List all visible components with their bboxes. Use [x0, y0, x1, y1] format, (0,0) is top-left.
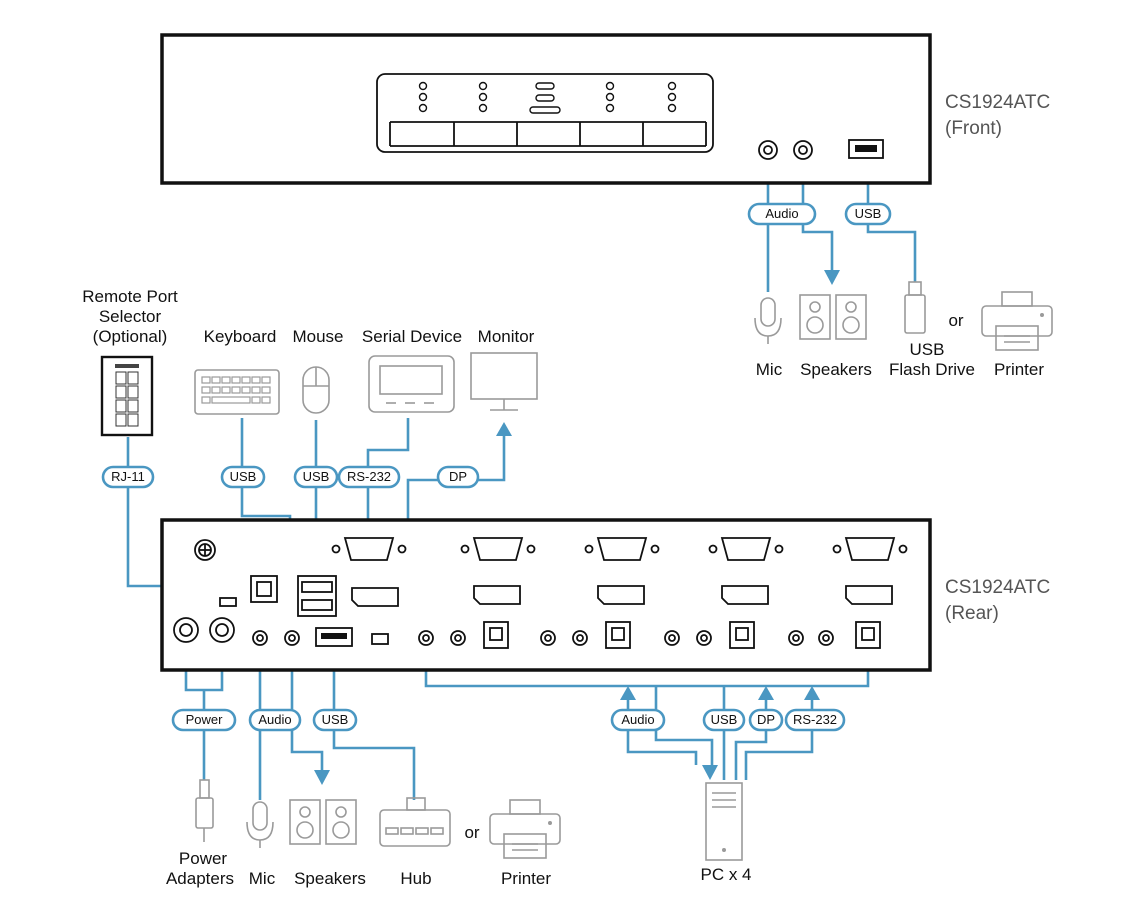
dp-top-pill: DP — [449, 469, 467, 484]
rear-speaker-jack — [284, 630, 300, 646]
console-usb-ports — [297, 575, 337, 617]
pc-dp-pill: DP — [757, 712, 775, 727]
keyboard-usb-pill: USB — [230, 469, 257, 484]
mouse-label: Mouse — [292, 327, 343, 346]
remote-port-label-1: Remote Port — [82, 287, 178, 306]
front-speakers-icon — [799, 294, 867, 340]
front-unit-name: CS1924ATC — [945, 92, 1050, 113]
power-adapter-icon — [195, 779, 214, 842]
power-jacks — [173, 617, 235, 643]
remote-port-selector-icon — [100, 355, 154, 437]
rj11-pill: RJ-11 — [111, 469, 145, 484]
rear-audio-pill: Audio — [258, 712, 291, 727]
dip-switch — [371, 633, 389, 645]
pc-rs232-pill: RS-232 — [793, 712, 837, 727]
front-speakers-cable — [801, 160, 834, 270]
pc-audio-pill: Audio — [621, 712, 654, 727]
power-pill: Power — [186, 712, 224, 727]
rear-speakers-label: Speakers — [294, 869, 366, 888]
rear-mic-label: Mic — [249, 869, 276, 888]
console-serial-port — [331, 537, 407, 561]
front-printer-label: Printer — [994, 360, 1044, 379]
pc-serial-ports — [460, 537, 908, 561]
labels: CS1924ATC (Front) CS1924ATC (Rear) Remot… — [82, 92, 1050, 888]
usb-flash-drive-icon — [904, 281, 926, 334]
usb-flash-label-2: Flash Drive — [889, 360, 975, 379]
rear-usb-port — [315, 627, 353, 647]
front-mic-label: Mic — [756, 360, 783, 379]
rear-unit-name: CS1924ATC — [945, 577, 1050, 598]
front-speakers-label: Speakers — [800, 360, 872, 379]
rear-speakers-icon — [289, 799, 357, 845]
pc-dp-arrow — [758, 686, 774, 700]
power-adapters-label-2: Adapters — [166, 869, 234, 888]
mini-usb-port — [219, 597, 237, 607]
rear-mic-icon — [246, 801, 274, 848]
front-panel — [376, 73, 714, 153]
pc-audio-usb-ports — [418, 621, 881, 649]
ground-screw — [194, 539, 216, 561]
remote-port-label-3: (Optional) — [93, 327, 168, 346]
pc-audio-arrow — [620, 686, 636, 700]
front-usb-cable — [866, 158, 917, 282]
pc-usb-pill: USB — [711, 712, 738, 727]
rear-usb-cable — [332, 650, 416, 800]
mouse-icon — [302, 366, 330, 414]
rear-usb-pill: USB — [322, 712, 349, 727]
front-usb-pill: USB — [855, 206, 882, 221]
front-unit — [160, 33, 932, 185]
cable-pills: Audio USB RJ-11 USB USB RS-232 DP Power … — [101, 202, 892, 732]
front-audio-pill: Audio — [765, 206, 798, 221]
pc-down-arrow — [702, 765, 718, 780]
monitor-icon — [470, 352, 538, 411]
pc-label: PC x 4 — [700, 865, 751, 884]
front-usb-port — [848, 139, 884, 159]
keyboard-label: Keyboard — [204, 327, 277, 346]
front-speaker-jack — [793, 140, 813, 160]
monitor-label: Monitor — [478, 327, 535, 346]
mouse-usb-pill: USB — [303, 469, 330, 484]
front-chassis — [160, 33, 932, 185]
rs232-top-pill: RS-232 — [347, 469, 391, 484]
rear-unit-side: (Rear) — [945, 603, 999, 624]
pc-dp-ports — [473, 585, 893, 605]
rear-speakers-cable — [290, 648, 324, 770]
rear-printer-icon — [489, 799, 561, 859]
rear-mic-jack — [252, 630, 268, 646]
serial-device-label: Serial Device — [362, 327, 462, 346]
keyboard-icon — [194, 369, 280, 415]
front-printer-icon — [981, 291, 1053, 351]
power-adapters-label-1: Power — [179, 849, 228, 868]
rear-speakers-arrow — [314, 770, 330, 785]
serial-device-icon — [368, 355, 455, 413]
pc-tower-icon — [705, 782, 743, 861]
hub-label: Hub — [400, 869, 431, 888]
remote-port-label-2: Selector — [99, 307, 162, 326]
front-or-label: or — [948, 311, 963, 330]
front-mic-jack — [758, 140, 778, 160]
front-mic-icon — [754, 297, 782, 344]
rear-printer-label: Printer — [501, 869, 551, 888]
port-leds — [418, 81, 677, 114]
usb-flash-label-1: USB — [910, 340, 945, 359]
front-unit-side: (Front) — [945, 118, 1002, 139]
console-dp-port — [351, 587, 399, 607]
front-speakers-arrow — [824, 270, 840, 285]
dp-arrow — [496, 422, 512, 436]
rj11-port — [250, 575, 278, 603]
rear-unit — [160, 518, 932, 672]
rear-or-label: or — [464, 823, 479, 842]
usb-hub-icon — [379, 797, 451, 847]
pc-rs232-arrow — [804, 686, 820, 700]
